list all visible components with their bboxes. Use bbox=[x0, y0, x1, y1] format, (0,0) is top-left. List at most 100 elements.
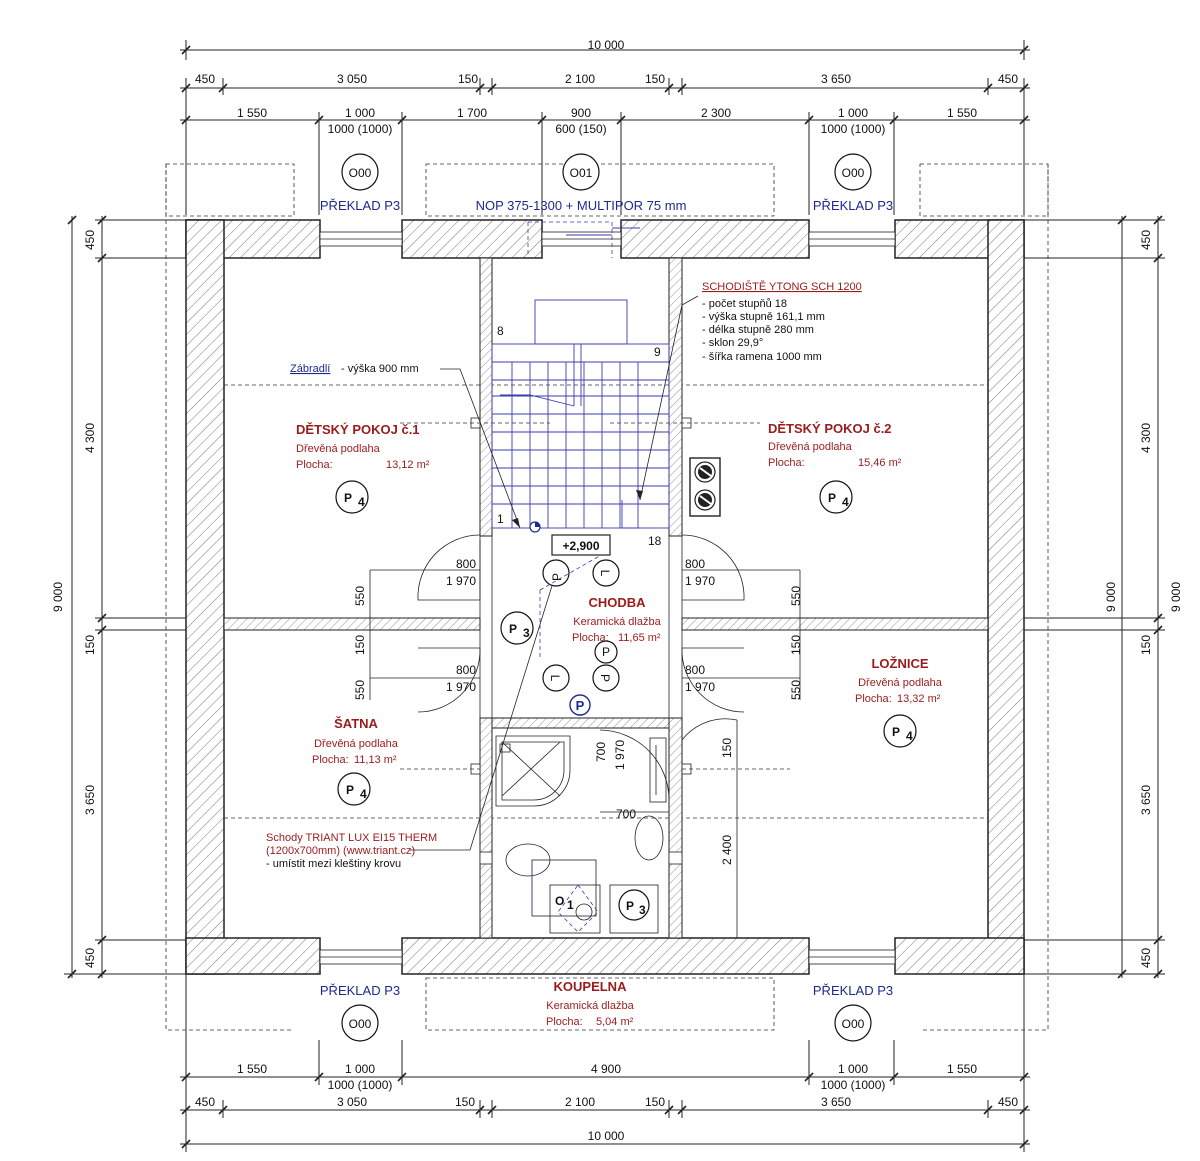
svg-text:O00: O00 bbox=[842, 1017, 865, 1031]
room-bedroom-name: LOŽNICE bbox=[871, 656, 928, 671]
dim-left-part-4: 450 bbox=[83, 948, 97, 968]
dim-left-part-1: 4 300 bbox=[83, 423, 97, 453]
room-kid1-area-label: Plocha: bbox=[296, 459, 333, 471]
stair-number-8: 8 bbox=[497, 324, 504, 338]
left-dimensions: 9 000 450 4 300 150 3 650 450 bbox=[51, 215, 186, 979]
svg-text:O00: O00 bbox=[349, 166, 372, 180]
staircase: 8 9 1 18 bbox=[491, 221, 670, 548]
stair-spec-line-0: - počet stupňů 18 bbox=[702, 298, 787, 310]
room-kid2: DĚTSKÝ POKOJ č.2 Dřevěná podlaha Plocha:… bbox=[768, 421, 902, 514]
room-kid2-area-label: Plocha: bbox=[768, 457, 805, 469]
dim-bottom-r2-2: 4 900 bbox=[591, 1062, 621, 1076]
door-marker-p-3 bbox=[594, 640, 618, 664]
window-tag-top-right bbox=[834, 153, 872, 191]
room-bedroom-tag bbox=[883, 714, 917, 748]
dim-bottom-r2-sub-1: 1000 (1000) bbox=[821, 1078, 886, 1092]
room-hall-floor: Keramická dlažba bbox=[573, 616, 661, 628]
dim-bottom-r1-0: 450 bbox=[195, 1095, 215, 1109]
room-bedroom-floor: Dřevěná podlaha bbox=[858, 677, 943, 689]
door-marker-p-1 bbox=[542, 559, 570, 587]
svg-text:3: 3 bbox=[523, 626, 530, 640]
bath-door-height: 1 970 bbox=[613, 740, 627, 770]
room-closet-floor: Dřevěná podlaha bbox=[314, 738, 399, 750]
dim-bottom-total: 10 000 bbox=[588, 1129, 625, 1143]
railing-note: Zábradlí - výška 900 mm bbox=[290, 363, 419, 375]
room-bedroom: LOŽNICE Dřevěná podlaha Plocha: 13,32 m²… bbox=[855, 656, 943, 748]
dim-top-r1-4: 150 bbox=[645, 72, 665, 86]
room-closet-area: 11,13 m² bbox=[354, 754, 397, 766]
doors bbox=[369, 534, 801, 938]
room-kid1-area: 13,12 m² bbox=[386, 459, 430, 471]
dim-right-part-1: 4 300 bbox=[1139, 423, 1153, 453]
room-hall-area: 11,65 m² bbox=[618, 632, 661, 644]
room-kid1-floor: Dřevěná podlaha bbox=[296, 443, 381, 455]
stair-number-9: 9 bbox=[654, 345, 661, 359]
dim-right-part-2: 150 bbox=[1139, 635, 1153, 655]
svg-text:P: P bbox=[828, 491, 836, 505]
lintel-top-mid: NOP 375-1300 + MULTIPOR 75 mm bbox=[476, 198, 687, 213]
svg-text:4: 4 bbox=[842, 495, 849, 509]
svg-text:O00: O00 bbox=[842, 166, 865, 180]
leader-lines bbox=[410, 295, 699, 851]
attic-stairs-note: Schody TRIANT LUX EI15 THERM (1200x700mm… bbox=[266, 832, 437, 870]
svg-text:P: P bbox=[602, 645, 610, 659]
svg-text:4: 4 bbox=[358, 495, 365, 509]
door-side-l1: 550 bbox=[353, 586, 367, 606]
stair-treads bbox=[492, 361, 669, 528]
door-kid1-width: 800 bbox=[456, 557, 476, 571]
dim-bottom-r1-4: 150 bbox=[645, 1095, 665, 1109]
dim-top-r1-5: 3 650 bbox=[821, 72, 851, 86]
door-side-r2: 150 bbox=[789, 635, 803, 655]
dim-top-r2-0: 1 550 bbox=[237, 106, 267, 120]
chimney bbox=[689, 457, 721, 517]
lintel-bottom-left: PŘEKLAD P3 bbox=[320, 983, 400, 998]
bath-door-width: 700 bbox=[594, 742, 608, 762]
door-closet-height: 1 970 bbox=[446, 680, 476, 694]
svg-text:P: P bbox=[598, 674, 612, 682]
stair-spec-line-1: - výška stupně 161,1 mm bbox=[702, 311, 825, 323]
dim-bottom-r2-1: 1 000 bbox=[345, 1062, 375, 1076]
lintel-labels: PŘEKLAD P3 NOP 375-1300 + MULTIPOR 75 mm… bbox=[320, 198, 893, 998]
room-closet-area-label: Plocha: bbox=[312, 754, 349, 766]
dim-bottom-r2-4: 1 550 bbox=[947, 1062, 977, 1076]
bottom-dimensions: 1 550 1 000 4 900 1 000 1 550 1000 (1000… bbox=[180, 975, 1030, 1152]
attic-hatch-marker bbox=[569, 694, 591, 716]
svg-text:L: L bbox=[598, 570, 612, 577]
dim-left-part-0: 450 bbox=[83, 230, 97, 250]
dim-bottom-r2-sub-0: 1000 (1000) bbox=[328, 1078, 393, 1092]
dim-top-r1-2: 150 bbox=[458, 72, 478, 86]
svg-text:P: P bbox=[626, 899, 634, 913]
dim-right-part-3: 3 650 bbox=[1139, 785, 1153, 815]
door-side-l3: 550 bbox=[353, 680, 367, 700]
room-bath-area-label: Plocha: bbox=[546, 1016, 583, 1028]
room-bath-floor: Keramická dlažba bbox=[546, 1000, 634, 1012]
dim-top-r2-1: 1 000 bbox=[345, 106, 375, 120]
dim-top-r1-0: 450 bbox=[195, 72, 215, 86]
stair-number-1: 1 bbox=[497, 512, 504, 526]
door-marker-l-1 bbox=[592, 559, 620, 587]
door-bedroom-height: 1 970 bbox=[685, 680, 715, 694]
top-dimensions: 10 000 450 3 050 150 2 100 150 3 650 450 bbox=[180, 38, 1030, 215]
svg-text:P: P bbox=[346, 783, 354, 797]
svg-text:P: P bbox=[509, 622, 517, 636]
room-hall-area-label: Plocha: bbox=[572, 632, 609, 644]
room-hall-tag bbox=[500, 611, 534, 645]
door-kid2-height: 1 970 bbox=[685, 574, 715, 588]
stair-spec-line-4: - šířka ramena 1000 mm bbox=[702, 351, 822, 363]
attic-stairs-line-1: (1200x700mm) (www.triant.cz) bbox=[266, 845, 415, 857]
svg-text:O00: O00 bbox=[349, 1017, 372, 1031]
door-side-l2: 150 bbox=[353, 635, 367, 655]
svg-text:4: 4 bbox=[906, 729, 913, 743]
room-closet-name: ŠATNA bbox=[334, 716, 378, 731]
dim-right-part-4: 450 bbox=[1139, 948, 1153, 968]
lintel-bottom-right: PŘEKLAD P3 bbox=[813, 983, 893, 998]
roof-outlines bbox=[165, 163, 1049, 1031]
dim-right-part-0: 450 bbox=[1139, 230, 1153, 250]
roof-window-tag-sub: 1 bbox=[567, 898, 574, 912]
attic-stairs-line-0: Schody TRIANT LUX EI15 THERM bbox=[266, 832, 437, 844]
stair-spec-line-3: - sklon 29,9° bbox=[702, 337, 763, 349]
door-bedroom-width: 800 bbox=[685, 663, 705, 677]
dim-bottom-r1-6: 450 bbox=[998, 1095, 1018, 1109]
stair-spec-line-2: - délka stupně 280 mm bbox=[702, 324, 814, 336]
svg-text:O01: O01 bbox=[570, 166, 593, 180]
